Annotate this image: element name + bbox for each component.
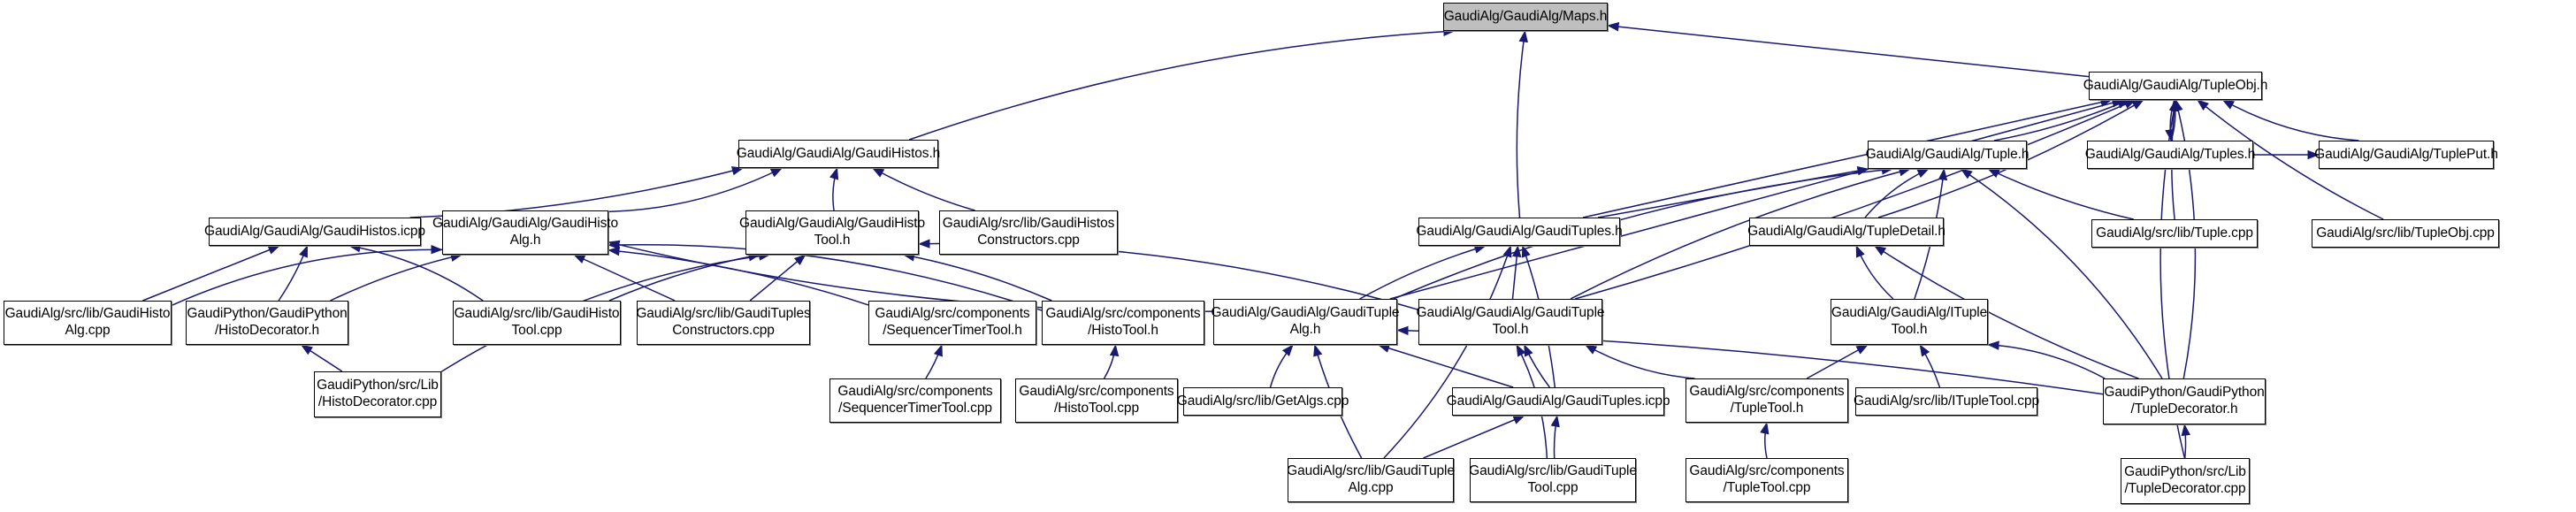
graph-node-libitupletool[interactable]: GaudiAlg/src/lib/ITupleTool.cpp xyxy=(1854,387,2039,416)
graph-node-tuplesctorcpp[interactable]: GaudiAlg/src/lib/GaudiTuples Constructor… xyxy=(636,301,811,345)
graph-node-label: GaudiAlg/src/lib/GetAlgs.cpp xyxy=(1176,393,1349,409)
graph-node-histosctor[interactable]: GaudiAlg/src/lib/GaudiHistos Constructor… xyxy=(939,210,1118,255)
graph-node-histoalgcpp[interactable]: GaudiAlg/src/lib/GaudiHisto Alg.cpp xyxy=(4,301,172,345)
graph-node-maps[interactable]: GaudiAlg/GaudiAlg/Maps.h xyxy=(1443,3,1608,31)
graph-node-gaudihistos[interactable]: GaudiAlg/GaudiAlg/GaudiHistos.h xyxy=(737,140,940,168)
graph-node-getalgscpp[interactable]: GaudiAlg/src/lib/GetAlgs.cpp xyxy=(1177,387,1349,416)
graph-node-gtupletoolcpp[interactable]: GaudiAlg/src/lib/GaudiTuple Tool.cpp xyxy=(1469,458,1637,502)
graph-node-gauditupltool_h[interactable]: GaudiAlg/GaudiAlg/GaudiTuple Tool.h xyxy=(1417,299,1605,345)
graph-node-gauditupl_h[interactable]: GaudiAlg/GaudiAlg/GaudiTuples.h xyxy=(1416,218,1623,246)
graph-node-label: GaudiAlg/src/lib/GaudiHisto Tool.cpp xyxy=(454,306,620,338)
graph-node-label: GaudiAlg/src/lib/ITupleTool.cpp xyxy=(1854,393,2039,409)
graph-node-gtuplealgcpp[interactable]: GaudiAlg/src/lib/GaudiTuple Alg.cpp xyxy=(1287,458,1455,502)
graph-node-label: GaudiAlg/src/lib/GaudiTuple Tool.cpp xyxy=(1469,463,1637,495)
graph-node-label: GaudiAlg/GaudiAlg/GaudiTuple Alg.h xyxy=(1211,305,1400,337)
graph-node-tuple[interactable]: GaudiAlg/GaudiAlg/Tuple.h xyxy=(1866,141,2029,169)
graph-node-label: GaudiAlg/src/components /TupleTool.cpp xyxy=(1689,463,1845,495)
graph-node-label: GaudiAlg/src/lib/GaudiHisto Alg.cpp xyxy=(4,306,171,338)
graph-node-histosicpp[interactable]: GaudiAlg/GaudiAlg/GaudiHistos.icpp xyxy=(204,218,425,246)
graph-node-label: GaudiAlg/GaudiAlg/Tuple.h xyxy=(1865,146,2029,162)
graph-node-label: GaudiAlg/GaudiAlg/Maps.h xyxy=(1443,8,1608,24)
graph-node-label: GaudiAlg/src/lib/GaudiTuples Constructor… xyxy=(636,306,811,338)
graph-node-label: GaudiAlg/src/lib/Tuple.cpp xyxy=(2096,225,2253,241)
graph-node-label: GaudiAlg/src/lib/TupleObj.cpp xyxy=(2316,225,2495,241)
graph-node-label: GaudiAlg/GaudiAlg/GaudiTuple Tool.h xyxy=(1416,305,1605,337)
graph-node-tupledetail[interactable]: GaudiAlg/GaudiAlg/TupleDetail.h xyxy=(1747,218,1945,246)
graph-node-histotoolc_h[interactable]: GaudiAlg/src/components /HistoTool.h xyxy=(1042,301,1204,345)
graph-node-label: GaudiAlg/GaudiAlg/ITuple Tool.h xyxy=(1831,305,1988,337)
graph-node-histotoolcpp[interactable]: GaudiAlg/src/lib/GaudiHisto Tool.cpp xyxy=(453,301,621,345)
graph-node-label: GaudiAlg/GaudiAlg/TuplePut.h xyxy=(2314,146,2498,162)
graph-node-label: GaudiAlg/GaudiAlg/GaudiHisto Tool.h xyxy=(739,216,926,248)
graph-node-tuples[interactable]: GaudiAlg/GaudiAlg/Tuples.h xyxy=(2085,141,2255,169)
graph-node-label: GaudiAlg/src/lib/GaudiHistos Constructor… xyxy=(942,216,1115,248)
graph-node-histotoolccpp[interactable]: GaudiAlg/src/components /HistoTool.cpp xyxy=(1015,378,1178,423)
graph-node-label: GaudiAlg/src/components /HistoTool.h xyxy=(1045,306,1201,338)
graph-node-tupledeccpp[interactable]: GaudiPython/src/Lib /TupleDecorator.cpp xyxy=(2121,458,2250,504)
graph-node-label: GaudiAlg/GaudiAlg/GaudiHisto Alg.h xyxy=(432,216,619,248)
graph-node-label: GaudiAlg/src/components /HistoTool.cpp xyxy=(1019,384,1174,416)
graph-node-histoalg_h[interactable]: GaudiAlg/GaudiAlg/GaudiHisto Alg.h xyxy=(432,210,618,255)
graph-node-label: GaudiAlg/GaudiAlg/GaudiHistos.h xyxy=(736,145,941,161)
graph-node-itupletool_h[interactable]: GaudiAlg/GaudiAlg/ITuple Tool.h xyxy=(1831,299,1988,345)
graph-node-label: GaudiPython/src/Lib /TupleDecorator.cpp xyxy=(2124,464,2246,496)
graph-node-histodeccpp[interactable]: GaudiPython/src/Lib /HistoDecorator.cpp xyxy=(314,371,441,417)
graph-node-tupledec_h[interactable]: GaudiPython/GaudiPython /TupleDecorator.… xyxy=(2103,378,2266,424)
graph-node-label: GaudiPython/src/Lib /HistoDecorator.cpp xyxy=(317,378,439,409)
graph-node-label: GaudiAlg/GaudiAlg/TupleObj.h xyxy=(2083,77,2268,93)
graph-node-histotool_h[interactable]: GaudiAlg/GaudiAlg/GaudiHisto Tool.h xyxy=(739,210,925,255)
graph-node-seqtimercpp[interactable]: GaudiAlg/src/components /SequencerTimerT… xyxy=(829,378,1001,423)
graph-node-gauditupalg_h[interactable]: GaudiAlg/GaudiAlg/GaudiTuple Alg.h xyxy=(1212,299,1400,345)
graph-node-seqtimer_h[interactable]: GaudiAlg/src/components /SequencerTimerT… xyxy=(868,301,1036,345)
graph-node-tupleput[interactable]: GaudiAlg/GaudiAlg/TuplePut.h xyxy=(2314,141,2498,169)
graph-node-label: GaudiAlg/GaudiAlg/GaudiHistos.icpp xyxy=(204,223,425,239)
graph-node-tupleobj[interactable]: GaudiAlg/GaudiAlg/TupleObj.h xyxy=(2083,72,2267,100)
graph-node-label: GaudiAlg/src/components /TupleTool.h xyxy=(1689,384,1845,416)
graph-node-label: GaudiAlg/src/lib/GaudiTuple Alg.cpp xyxy=(1287,463,1455,495)
graph-node-label: GaudiAlg/GaudiAlg/TupleDetail.h xyxy=(1747,223,1945,239)
graph-node-histodec_h[interactable]: GaudiPython/GaudiPython /HistoDecorator.… xyxy=(186,301,348,345)
graph-node-label: GaudiPython/GaudiPython /TupleDecorator.… xyxy=(2104,385,2265,416)
graph-node-gauditupicpp[interactable]: GaudiAlg/GaudiAlg/GaudiTuples.icpp xyxy=(1447,387,1670,416)
graph-node-libtuple_cpp[interactable]: GaudiAlg/src/lib/Tuple.cpp xyxy=(2091,219,2258,248)
graph-node-label: GaudiAlg/GaudiAlg/GaudiTuples.icpp xyxy=(1446,393,1670,409)
graph-node-label: GaudiAlg/GaudiAlg/GaudiTuples.h xyxy=(1416,223,1623,239)
graph-node-label: GaudiAlg/src/components /SequencerTimerT… xyxy=(837,384,993,416)
graph-node-label: GaudiAlg/src/components /SequencerTimerT… xyxy=(875,306,1030,338)
graph-node-tupletoolc_h[interactable]: GaudiAlg/src/components /TupleTool.h xyxy=(1685,378,1848,423)
graph-node-label: GaudiAlg/GaudiAlg/Tuples.h xyxy=(2084,146,2256,162)
graph-node-tupletoolccpp[interactable]: GaudiAlg/src/components /TupleTool.cpp xyxy=(1685,458,1848,502)
graph-node-libtupleobj_cpp[interactable]: GaudiAlg/src/lib/TupleObj.cpp xyxy=(2312,219,2499,248)
graph-node-label: GaudiPython/GaudiPython /HistoDecorator.… xyxy=(187,306,348,338)
